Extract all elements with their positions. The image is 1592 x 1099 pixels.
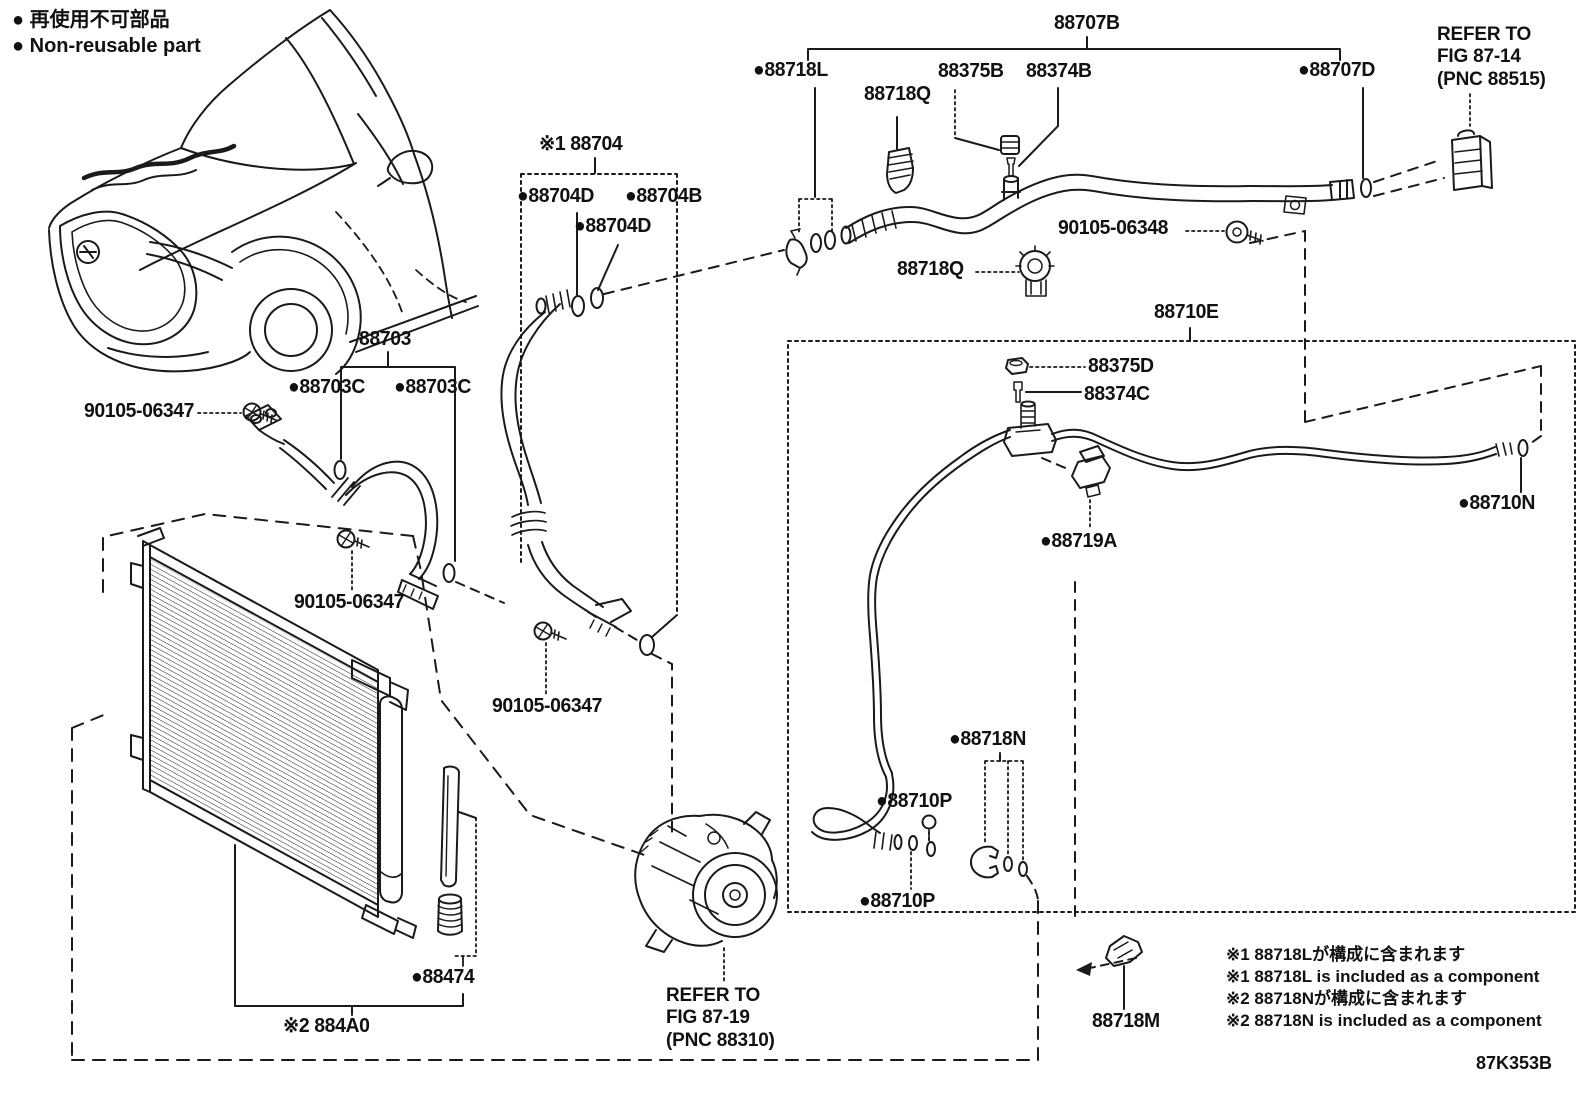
dryer-and-filter-88474 xyxy=(437,765,477,967)
label-88474: ●88474 xyxy=(411,966,475,988)
legend-en: ● Non-reusable part xyxy=(12,35,201,57)
label-88704d-2: ●88704D xyxy=(574,215,651,237)
diagram-code: 87K353B xyxy=(1476,1053,1553,1073)
label-88718q-lower: 88718Q xyxy=(897,258,964,280)
label-90105-06347-1: 90105-06347 xyxy=(84,400,195,422)
label-88707b: 88707B xyxy=(1054,12,1120,34)
compressor xyxy=(634,811,778,984)
footnote-3: ※2 88718Nが構成に含まれます xyxy=(1226,989,1467,1008)
label-88375d: 88375D xyxy=(1088,355,1154,377)
liquid-pipe-88710 xyxy=(787,327,1576,917)
label-88707d: ●88707D xyxy=(1298,59,1375,81)
bolt-90105-06347-3 xyxy=(533,621,567,695)
legend-jp: ● 再使用不可部品 xyxy=(12,9,170,31)
label-88710e: 88710E xyxy=(1154,301,1219,323)
label-88718q-upper: 88718Q xyxy=(864,83,931,105)
label-88374b: 88374B xyxy=(1026,60,1092,82)
label-90105-06348: 90105-06348 xyxy=(1058,217,1169,239)
footnote-2: ※1 88718L is included as a component xyxy=(1226,967,1540,986)
label-88375b: 88375B xyxy=(938,60,1004,82)
label-88710p-1: ●88710P xyxy=(876,790,952,812)
suction-hose-88704 xyxy=(500,157,785,837)
label-88704b: ●88704B xyxy=(625,185,702,207)
label-88703: 88703 xyxy=(359,328,412,350)
label-88703c-1: ●88703C xyxy=(288,376,365,398)
label-88703c-2: ●88703C xyxy=(394,376,471,398)
condenser xyxy=(130,527,417,939)
bolt-90105-06347-1 xyxy=(197,402,277,424)
car-outline xyxy=(48,9,479,375)
footnote-1: ※1 88718Lが構成に含まれます xyxy=(1226,945,1466,964)
bolt-90105-06347-2 xyxy=(336,529,370,591)
label-88374c: 88374C xyxy=(1084,383,1150,405)
label-88719a: ●88719A xyxy=(1040,530,1117,552)
label-88718n: ●88718N xyxy=(949,728,1026,750)
ref-fig-87-14: REFER TO FIG 87-14 (PNC 88515) xyxy=(1437,24,1546,90)
hose-88703 xyxy=(245,351,505,610)
bracket-884a0 xyxy=(234,844,464,1016)
construction-dashes xyxy=(71,513,1039,1061)
dashed-relation-right xyxy=(1249,230,1542,447)
label-88704: ※1 88704 xyxy=(539,133,623,155)
label-88710p-2: ●88710P xyxy=(859,890,935,912)
label-90105-06347-2: 90105-06347 xyxy=(294,591,405,613)
label-90105-06347-3: 90105-06347 xyxy=(492,695,603,717)
label-88710n: ●88710N xyxy=(1458,492,1535,514)
ref-fig-87-19: REFER TO FIG 87-19 (PNC 88310) xyxy=(666,985,775,1051)
label-88704d-1: ●88704D xyxy=(517,185,594,207)
footnote-4: ※2 88718N is included as a component xyxy=(1226,1011,1542,1030)
label-88718m: 88718M xyxy=(1092,1010,1160,1032)
label-884a0: ※2 884A0 xyxy=(283,1015,370,1037)
clip-88718m xyxy=(1076,935,1143,1010)
label-88718l: ●88718L xyxy=(753,59,828,81)
discharge-pipe-88707b xyxy=(785,36,1493,297)
